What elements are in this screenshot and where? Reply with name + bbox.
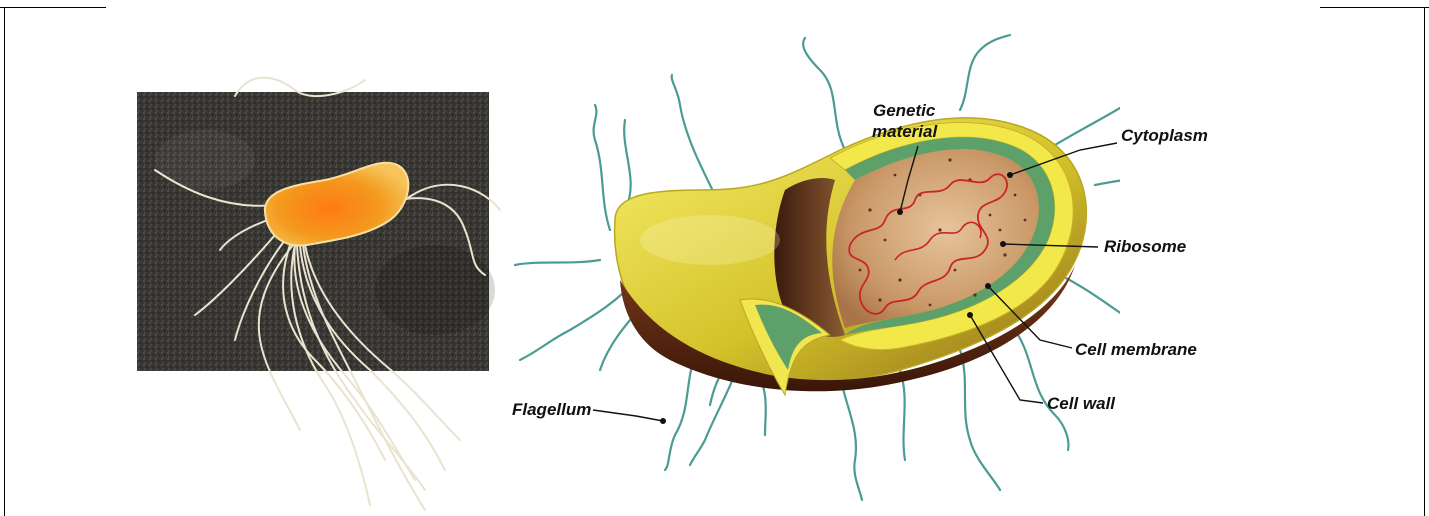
leader-flagellum <box>593 410 663 421</box>
pointer-flagellum <box>660 418 666 424</box>
leader-genetic-material <box>900 146 918 212</box>
leader-cell-membrane <box>988 286 1072 348</box>
label-flagellum: Flagellum <box>512 400 591 420</box>
label-genetic-material-line2: material <box>872 122 937 142</box>
pointer-genetic-material <box>897 209 903 215</box>
pointer-cytoplasm <box>1007 172 1013 178</box>
leader-cytoplasm <box>1010 143 1117 175</box>
leader-ribosome <box>1003 244 1098 247</box>
label-cytoplasm: Cytoplasm <box>1121 126 1208 146</box>
pointer-cell-membrane <box>985 283 991 289</box>
label-cell-membrane: Cell membrane <box>1075 340 1197 360</box>
label-genetic-material-line1: Genetic <box>873 101 935 121</box>
leader-cell-wall <box>970 315 1043 403</box>
label-ribosome: Ribosome <box>1104 237 1186 257</box>
pointer-cell-wall <box>967 312 973 318</box>
label-cell-wall: Cell wall <box>1047 394 1115 414</box>
pointer-ribosome <box>1000 241 1006 247</box>
